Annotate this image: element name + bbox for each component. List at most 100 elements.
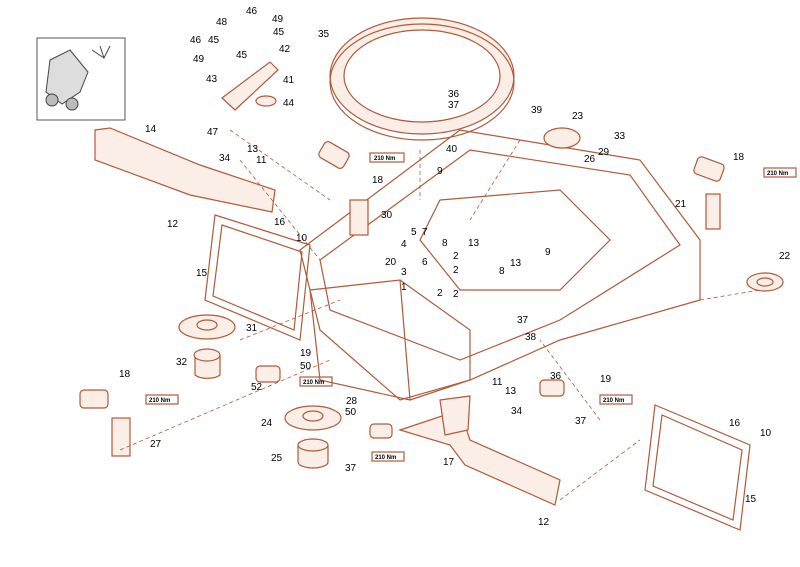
torque-label: 210 Nm	[374, 156, 395, 162]
callout-34: 34	[219, 153, 231, 164]
callout-4: 4	[401, 239, 407, 250]
torque-label: 210 Nm	[303, 380, 324, 386]
callout-23: 23	[572, 111, 584, 122]
torque-tag-bottom: 210 Nm	[371, 451, 405, 462]
callout-35: 35	[318, 29, 330, 40]
callout-36: 36	[550, 371, 562, 382]
callout-16: 16	[729, 418, 741, 429]
callout-25: 25	[271, 453, 283, 464]
callout-50: 50	[345, 407, 357, 418]
callout-10: 10	[760, 428, 772, 439]
torque-tag-left: 210 Nm	[145, 394, 179, 405]
callout-42: 42	[279, 44, 291, 55]
callout-10: 10	[296, 233, 308, 244]
callout-18: 18	[119, 369, 131, 380]
callout-7: 7	[422, 227, 428, 238]
torque-tag-lower-right: 210 Nm	[599, 394, 633, 405]
callout-43: 43	[206, 74, 218, 85]
callout-27: 27	[150, 439, 162, 450]
upper-linkage-41	[221, 61, 279, 111]
callout-37: 37	[345, 463, 357, 474]
callout-41: 41	[283, 75, 295, 86]
callout-15: 15	[745, 494, 757, 505]
torque-label: 210 Nm	[375, 455, 396, 461]
torque-tags: 210 Nm 210 Nm 210 Nm 210 Nm 210 Nm 210 N…	[145, 152, 797, 462]
callout-45: 45	[208, 35, 220, 46]
callout-20: 20	[385, 257, 397, 268]
callout-29: 29	[598, 147, 610, 158]
callout-2: 2	[453, 251, 459, 262]
frame-plate-15-left	[204, 214, 311, 341]
callout-1: 1	[401, 282, 407, 293]
torque-tag-right: 210 Nm	[763, 167, 797, 178]
callout-40: 40	[446, 144, 458, 155]
callout-13: 13	[468, 238, 480, 249]
callout-50: 50	[300, 361, 312, 372]
torque-tag-center: 210 Nm	[299, 376, 333, 387]
callout-8: 8	[499, 266, 505, 277]
assembly-leader-lines	[119, 129, 761, 501]
callout-6: 6	[422, 257, 428, 268]
callout-36: 36	[448, 89, 460, 100]
torque-tag-top: 210 Nm	[369, 152, 405, 163]
callout-13: 13	[510, 258, 522, 269]
callout-28: 28	[346, 396, 358, 407]
callout-3: 3	[401, 267, 407, 278]
callout-19: 19	[300, 348, 312, 359]
callout-33: 33	[614, 131, 626, 142]
callout-13: 13	[247, 144, 259, 155]
cover-plate-14	[94, 127, 276, 213]
cylinders	[79, 141, 725, 457]
callout-31: 31	[246, 323, 258, 334]
callout-49: 49	[272, 14, 284, 25]
callout-19: 19	[600, 374, 612, 385]
callout-5: 5	[411, 227, 417, 238]
callout-37: 37	[575, 416, 587, 427]
torque-label: 210 Nm	[149, 398, 170, 404]
callout-38: 38	[525, 332, 537, 343]
callout-47: 47	[207, 127, 219, 138]
callout-13: 13	[505, 386, 517, 397]
callout-11: 11	[256, 155, 267, 166]
callout-11: 11	[492, 377, 503, 388]
callout-37: 37	[448, 100, 460, 111]
callout-17: 17	[443, 457, 455, 468]
callout-2: 2	[453, 265, 459, 276]
callout-2: 2	[453, 289, 459, 300]
callout-16: 16	[274, 217, 286, 228]
callout-22: 22	[779, 251, 791, 262]
callout-46: 46	[190, 35, 202, 46]
callout-9: 9	[437, 166, 443, 177]
callout-9: 9	[545, 247, 551, 258]
callout-12: 12	[167, 219, 179, 230]
callout-45: 45	[236, 50, 248, 61]
callout-labels: 46 49 48 45 46 45 42 49 45 43 41 44 47 3…	[119, 6, 791, 528]
callout-26: 26	[584, 154, 596, 165]
callout-45: 45	[273, 27, 285, 38]
frame-plate-15-right	[644, 404, 751, 531]
callout-8: 8	[442, 238, 448, 249]
callout-34: 34	[511, 406, 523, 417]
cover-plate-17	[398, 395, 561, 506]
callout-18: 18	[733, 152, 745, 163]
chassis-frame	[299, 129, 701, 401]
callout-48: 48	[216, 17, 228, 28]
callout-30: 30	[381, 210, 393, 221]
slewing-ring	[329, 17, 515, 141]
torque-label: 210 Nm	[767, 171, 788, 177]
callout-14: 14	[145, 124, 157, 135]
callout-52: 52	[251, 382, 263, 393]
callout-15: 15	[196, 268, 208, 279]
callout-12: 12	[538, 517, 550, 528]
pads-and-discs	[178, 127, 784, 469]
callout-18: 18	[372, 175, 384, 186]
callout-24: 24	[261, 418, 273, 429]
callout-49: 49	[193, 54, 205, 65]
callout-39: 39	[531, 105, 543, 116]
callout-46: 46	[246, 6, 258, 17]
callout-2: 2	[437, 288, 443, 299]
callout-21: 21	[675, 199, 687, 210]
overview-thumbnail	[36, 37, 126, 121]
